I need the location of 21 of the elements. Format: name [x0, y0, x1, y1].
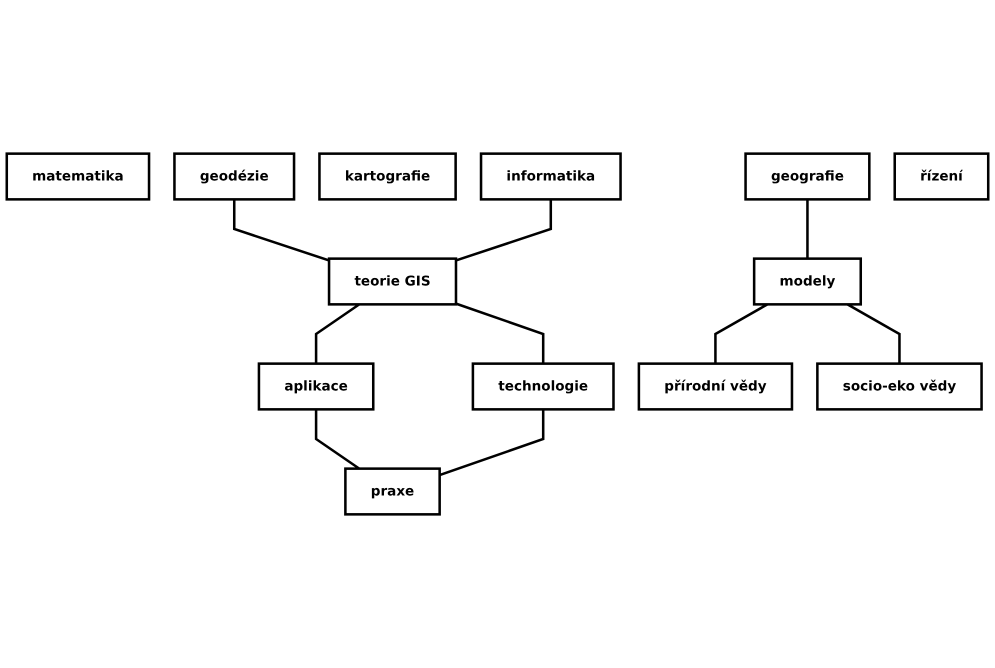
connector — [314, 303, 360, 364]
node-box: socio-eko vědy — [816, 362, 983, 411]
node-box: přírodní vědy — [638, 362, 794, 411]
connector — [456, 302, 544, 364]
connector — [714, 303, 768, 364]
node-box: informatika — [480, 152, 622, 201]
connector — [314, 409, 360, 470]
node-box: technologie — [472, 362, 615, 411]
node-box: praxe — [344, 467, 441, 516]
connector — [439, 409, 544, 476]
connector — [806, 199, 809, 259]
node-box: modely — [752, 257, 862, 306]
node-box: geografie — [744, 152, 871, 201]
connector — [232, 199, 330, 262]
node-box: kartografie — [318, 152, 457, 201]
connector — [456, 199, 552, 262]
node-box: teorie GIS — [328, 257, 458, 306]
node-box: geodézie — [173, 152, 296, 201]
node-box: matematika — [6, 152, 150, 201]
node-box: aplikace — [258, 362, 375, 411]
connector — [846, 303, 901, 364]
